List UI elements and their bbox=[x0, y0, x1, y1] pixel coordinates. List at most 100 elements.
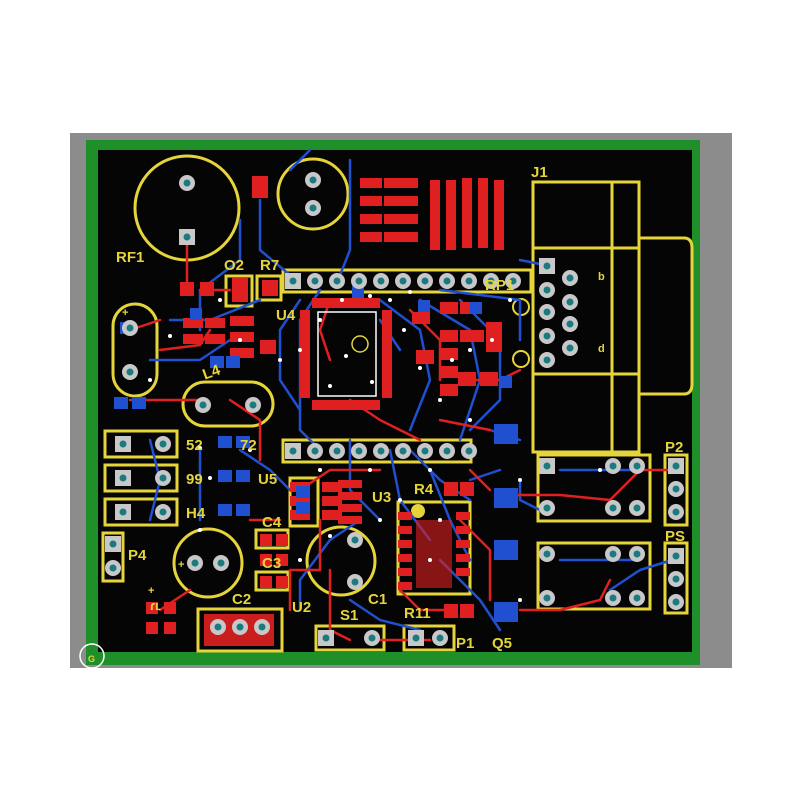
pad-drill-hole bbox=[543, 332, 551, 340]
label-p4: P4 bbox=[128, 547, 147, 564]
label-q5: Q5 bbox=[492, 635, 512, 652]
pad-drill-hole bbox=[217, 559, 225, 567]
via bbox=[518, 598, 522, 602]
label-72: 72 bbox=[240, 437, 257, 454]
pad-drill-hole bbox=[322, 634, 330, 642]
pad-drill-hole bbox=[412, 634, 420, 642]
relay-bottom-outline bbox=[536, 541, 652, 611]
label-r11: R11 bbox=[404, 605, 431, 622]
via bbox=[370, 380, 374, 384]
pad-drill-hole bbox=[355, 447, 363, 455]
pad-drill-hole bbox=[377, 277, 385, 285]
pad-drill-hole bbox=[543, 356, 551, 364]
label-c4: C4 bbox=[262, 514, 282, 531]
pad-drill-hole bbox=[126, 324, 134, 332]
via bbox=[318, 318, 322, 322]
c-left-outline bbox=[172, 527, 244, 599]
pad-drill-hole bbox=[183, 233, 191, 241]
label-r7: R7 bbox=[260, 257, 279, 274]
label-c1: C1 bbox=[368, 591, 387, 608]
via bbox=[490, 338, 494, 342]
mark-plus-3: + bbox=[148, 585, 154, 597]
pad-drill-hole bbox=[214, 623, 222, 631]
pad-drill-hole bbox=[333, 447, 341, 455]
label-rf1: RF1 bbox=[116, 249, 144, 266]
via bbox=[248, 448, 252, 452]
pad-drill-hole bbox=[672, 462, 680, 470]
label-o2: O2 bbox=[224, 257, 244, 274]
label-u4: U4 bbox=[276, 307, 296, 324]
label-p2: P2 bbox=[665, 439, 683, 456]
via bbox=[438, 518, 442, 522]
pad-drill-hole bbox=[672, 598, 680, 606]
pad-drill-hole bbox=[249, 401, 257, 409]
pad-drill-hole bbox=[399, 277, 407, 285]
via bbox=[198, 446, 202, 450]
via bbox=[378, 518, 382, 522]
pad-drill-hole bbox=[119, 508, 127, 516]
pad-drill-hole bbox=[159, 508, 167, 516]
pad-drill-hole bbox=[543, 286, 551, 294]
s1-outline bbox=[314, 624, 386, 652]
label-h4: H4 bbox=[186, 505, 206, 522]
pad-drill-hole bbox=[543, 462, 551, 470]
via bbox=[344, 354, 348, 358]
label-u5: U5 bbox=[258, 471, 277, 488]
pad-drill-hole bbox=[436, 634, 444, 642]
pad-drill-hole bbox=[633, 550, 641, 558]
ps-outline bbox=[663, 541, 689, 615]
via bbox=[428, 558, 432, 562]
via bbox=[238, 338, 242, 342]
pad-drill-hole bbox=[672, 485, 680, 493]
via bbox=[318, 468, 322, 472]
pad-drill-hole bbox=[236, 623, 244, 631]
via bbox=[508, 298, 512, 302]
left-oval-outline bbox=[111, 302, 159, 398]
pad-drill-hole bbox=[311, 277, 319, 285]
label-l4: L4 bbox=[200, 361, 223, 383]
pad-drill-hole bbox=[258, 623, 266, 631]
mark-d: d bbox=[598, 343, 605, 355]
pad-drill-hole bbox=[443, 277, 451, 285]
label-52: 52 bbox=[186, 437, 203, 454]
p4-outline bbox=[101, 531, 125, 583]
u4-qfp-body bbox=[317, 311, 377, 397]
pad-drill-hole bbox=[543, 550, 551, 558]
silk-labels: RF1 O2 R7 RP1 J1 U4 L4 P2 PS 52 72 99 U5… bbox=[116, 164, 685, 652]
label-c2: C2 bbox=[232, 591, 251, 608]
through-hole-pads bbox=[105, 172, 684, 646]
via bbox=[168, 334, 172, 338]
pad-drill-hole bbox=[311, 447, 319, 455]
p2-outline bbox=[663, 453, 689, 527]
pad-drill-hole bbox=[377, 447, 385, 455]
pad-drill-hole bbox=[566, 344, 574, 352]
pad-drill-hole bbox=[126, 368, 134, 376]
label-j1: J1 bbox=[531, 164, 548, 181]
pad-drill-hole bbox=[672, 552, 680, 560]
via bbox=[418, 366, 422, 370]
via bbox=[468, 418, 472, 422]
silk-small-marks: + + + ɾʟ b d G bbox=[88, 271, 605, 664]
pad-drill-hole bbox=[399, 447, 407, 455]
via bbox=[198, 528, 202, 532]
l4-crystal-outline bbox=[181, 380, 275, 428]
pad-drill-hole bbox=[191, 559, 199, 567]
mark-plus-2: + bbox=[178, 559, 184, 571]
res-99-outline bbox=[103, 463, 179, 493]
via bbox=[368, 294, 372, 298]
r7-outline bbox=[255, 274, 283, 302]
pad-drill-hole bbox=[633, 462, 641, 470]
label-p1: P1 bbox=[456, 635, 474, 652]
mark-plus-1: + bbox=[122, 307, 128, 319]
label-r4: R4 bbox=[414, 481, 434, 498]
pad-drill-hole bbox=[119, 474, 127, 482]
label-ps: PS bbox=[665, 528, 685, 545]
via bbox=[208, 476, 212, 480]
pad-drill-hole bbox=[159, 440, 167, 448]
label-99: 99 bbox=[186, 471, 203, 488]
mark-b: b bbox=[598, 271, 605, 283]
label-u2: U2 bbox=[292, 599, 311, 616]
via bbox=[598, 468, 602, 472]
